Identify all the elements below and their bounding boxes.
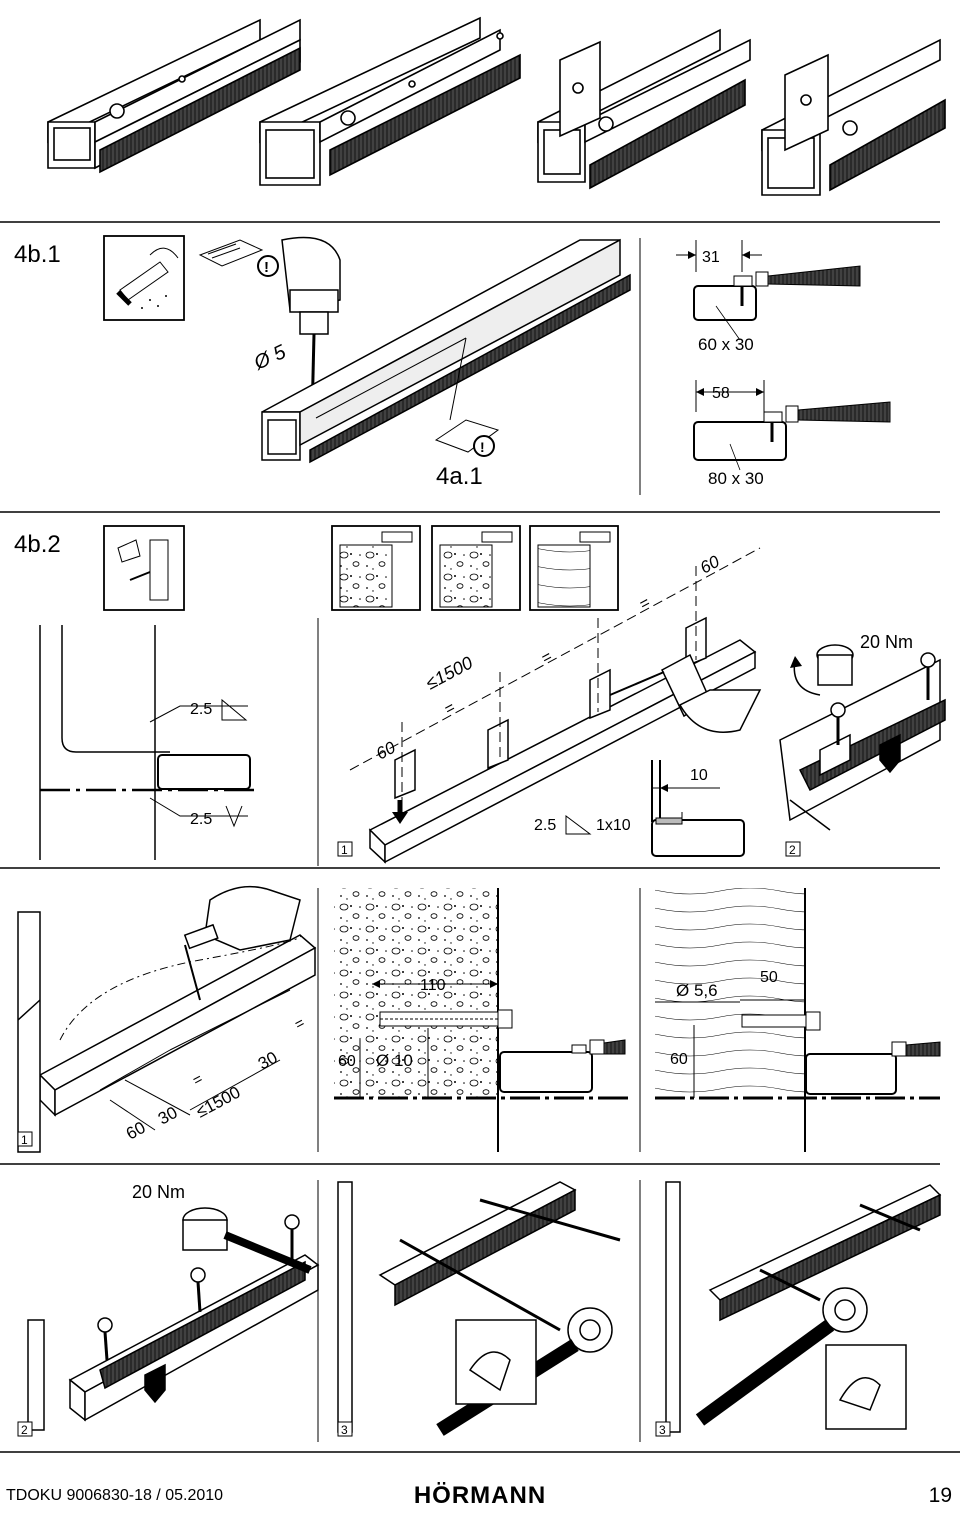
- warning-mark: !: [264, 259, 269, 276]
- step-badge-2: [785, 841, 801, 857]
- section-title: 4b.1: [14, 241, 61, 268]
- reference-label: 4a.1: [436, 463, 483, 490]
- dim-spacing: ≤1500: [193, 1083, 244, 1122]
- section-title-2: 4b.2: [14, 531, 61, 558]
- manual-warning-icon: !: [198, 239, 279, 277]
- drill-diameter-label: Ø 5: [250, 341, 290, 375]
- size-80x30: 80 x 30: [708, 469, 764, 488]
- equal-1: =: [442, 699, 458, 718]
- drill-illustration: [281, 236, 341, 419]
- anchor-dims: [99, 989, 291, 1131]
- cross-section-60x30: 31 60 x 30: [676, 240, 861, 354]
- step-2-label-b: 2: [21, 1423, 28, 1437]
- page-footer: TDOKU 9006830-18 / 05.2010 HÖRMANN 19: [0, 1480, 960, 1514]
- size-60x30: 60 x 30: [698, 335, 754, 354]
- fastening-drawing-2: [337, 1181, 621, 1436]
- masonry-height: 60: [338, 1053, 356, 1070]
- step-1-label: 1: [341, 843, 348, 857]
- instruction-page: 4b.1 ! Ø 5: [0, 16, 960, 1453]
- tab-offset: 10: [690, 767, 708, 784]
- mark-line: [59, 934, 302, 1041]
- step-badge-5: [337, 1421, 353, 1437]
- wood-length: 50: [760, 969, 778, 986]
- fastening-drawing-1: [27, 1207, 320, 1431]
- dim-30a: 30: [155, 1103, 181, 1129]
- step-badge-6: [655, 1421, 671, 1437]
- end-dist-right: 60: [697, 552, 723, 578]
- masonry-anchor-section: [334, 888, 630, 1152]
- wood-anchor-section: [655, 888, 941, 1152]
- equal-3: =: [637, 594, 653, 613]
- weld-size-top: 2.5: [190, 701, 212, 718]
- dim-30b: 30: [255, 1048, 281, 1074]
- brand-logo: HÖRMANN: [413, 1482, 547, 1509]
- step-3-label-b: 3: [659, 1423, 666, 1437]
- cross-section-80x30: 58 80 x 30: [693, 380, 891, 488]
- section-fastening: 20 Nm 2 3: [17, 1180, 942, 1442]
- document-code: TDOKU 9006830-18 / 05.2010: [6, 1487, 224, 1504]
- spacing-max: ≤1500: [422, 652, 475, 693]
- masonry-length: 110: [420, 977, 446, 994]
- weld-detail: [39, 625, 260, 860]
- fillet-weld-section: [651, 760, 745, 857]
- torque-detail: [779, 644, 946, 831]
- profile-drawing-2: [259, 16, 521, 186]
- torque-label-2: 20 Nm: [132, 1182, 185, 1202]
- welding-hand-icon: [609, 653, 762, 733]
- warning-mark-2: !: [480, 439, 485, 455]
- equal-2: =: [539, 648, 555, 667]
- fillet-dims: 1x10: [596, 817, 631, 834]
- wall-type-icons: [331, 525, 619, 611]
- page-number: 19: [928, 1484, 952, 1507]
- section-4b2: 4b.2 2.5 2: [14, 525, 946, 866]
- profile-with-brush-strip: [261, 238, 631, 464]
- step-badge-4: [17, 1421, 33, 1437]
- welding-icon: [103, 525, 185, 611]
- bracket-mini-icon: !: [434, 419, 500, 457]
- profile-drawing-4: [761, 38, 946, 196]
- dim-60: 60: [123, 1118, 149, 1144]
- wood-diameter: Ø 5,6: [676, 981, 718, 1000]
- spacing-lines: [349, 547, 761, 800]
- step-1-label-b: 1: [21, 1133, 28, 1147]
- offset-58: 58: [712, 385, 730, 402]
- cleaning-brush-icon: [103, 235, 185, 321]
- equal-a: =: [190, 1070, 206, 1089]
- step-2-label: 2: [789, 843, 796, 857]
- equal-b: =: [292, 1014, 308, 1033]
- masonry-diameter: Ø 10: [376, 1051, 413, 1070]
- bracket-layout: [368, 616, 757, 864]
- fillet-label: 2.5: [534, 817, 556, 834]
- step-badge-3: [17, 1131, 33, 1147]
- step-badge-1: [337, 841, 353, 857]
- weld-size-bottom: 2.5: [190, 811, 212, 828]
- torque-label: 20 Nm: [860, 632, 913, 652]
- marking-drawing: [17, 885, 317, 1153]
- section-4b1: 4b.1 ! Ø 5: [14, 235, 891, 495]
- section-anchoring: 60 30 30 ≤1500 = = 1 110 Ø 10 60: [17, 885, 941, 1153]
- profile-drawing-3: [537, 28, 751, 190]
- offset-31: 31: [702, 249, 720, 266]
- top-profile-row: [47, 16, 946, 196]
- wood-height: 60: [670, 1051, 688, 1068]
- fastening-drawing-3: [665, 1181, 942, 1433]
- profile-drawing-1: [47, 18, 301, 174]
- step-3-label-a: 3: [341, 1423, 348, 1437]
